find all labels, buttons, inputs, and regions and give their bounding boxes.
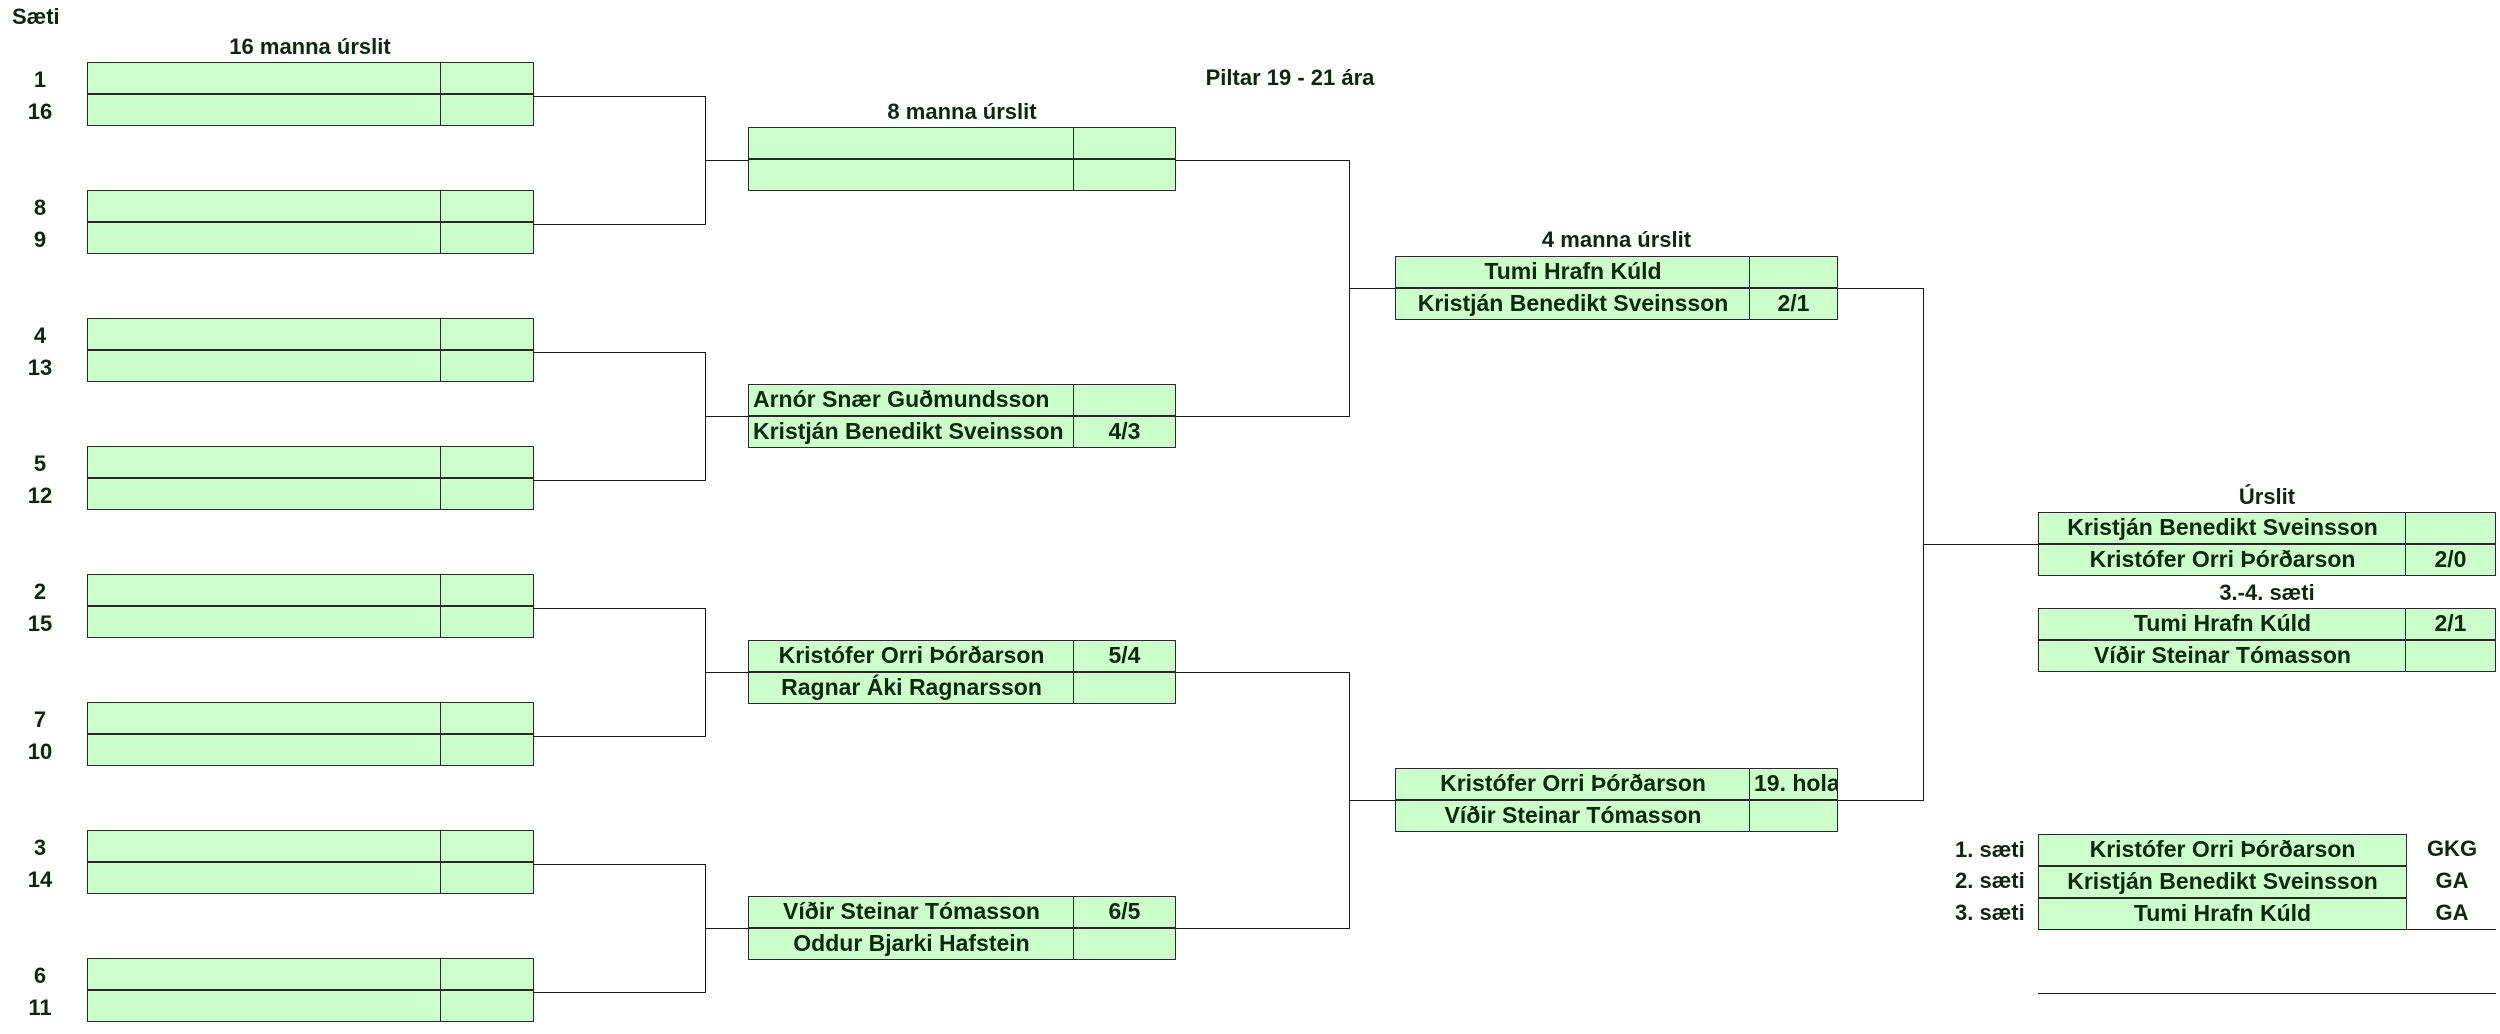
signature-line (2038, 993, 2496, 994)
player-cell[interactable] (87, 702, 442, 734)
score-cell[interactable] (1073, 672, 1176, 704)
score-cell[interactable] (440, 318, 534, 350)
score-cell[interactable] (1749, 800, 1838, 832)
score-cell[interactable] (1749, 256, 1838, 288)
round-of-8-header: 8 manna úrslit (887, 99, 1037, 124)
player-cell[interactable]: Kristófer Orri Þórðarson (748, 640, 1075, 672)
seed-number: 11 (28, 995, 52, 1020)
standing-name: Kristján Benedikt Sveinsson (2038, 866, 2407, 898)
seed-number: 14 (27, 867, 53, 892)
score-cell[interactable]: 2/1 (2405, 608, 2496, 640)
player-cell[interactable]: Kristján Benedikt Sveinsson (748, 416, 1075, 448)
player-cell[interactable]: Tumi Hrafn Kúld (1395, 256, 1751, 288)
standing-place: 1. sæti (1955, 837, 2025, 862)
player-cell[interactable] (87, 958, 442, 990)
standing-place: 3. sæti (1955, 900, 2025, 925)
seed-number: 5 (33, 451, 47, 476)
player-cell[interactable]: Ragnar Áki Ragnarsson (748, 672, 1075, 704)
score-cell[interactable] (440, 222, 534, 254)
score-cell[interactable] (2405, 512, 2496, 544)
seed-number: 4 (33, 323, 47, 348)
standing-name: Tumi Hrafn Kúld (2038, 898, 2407, 930)
player-cell[interactable]: Víðir Steinar Tómasson (748, 896, 1075, 928)
score-cell[interactable]: 5/4 (1073, 640, 1176, 672)
score-cell[interactable] (440, 574, 534, 606)
player-cell[interactable] (87, 62, 442, 94)
score-cell[interactable]: 19. hola (1749, 768, 1838, 800)
seed-number: 9 (33, 227, 47, 252)
player-cell[interactable]: Arnór Snær Guðmundsson (748, 384, 1075, 416)
score-cell[interactable] (1073, 127, 1176, 159)
player-cell[interactable] (87, 830, 442, 862)
seed-number: 16 (27, 99, 53, 124)
player-cell[interactable] (87, 446, 442, 478)
standing-place: 2. sæti (1955, 868, 2025, 893)
score-cell[interactable]: 2/1 (1749, 288, 1838, 320)
player-cell[interactable]: Kristján Benedikt Sveinsson (1395, 288, 1751, 320)
score-cell[interactable] (440, 606, 534, 638)
final-header: Úrslit (2238, 484, 2296, 509)
player-cell[interactable] (87, 862, 442, 894)
player-cell[interactable]: Tumi Hrafn Kúld (2038, 608, 2407, 640)
score-cell[interactable] (1073, 159, 1176, 191)
standing-name: Kristófer Orri Þórðarson (2038, 834, 2407, 866)
score-cell[interactable] (440, 990, 534, 1022)
score-cell[interactable] (2405, 640, 2496, 672)
player-cell[interactable]: Kristófer Orri Þórðarson (1395, 768, 1751, 800)
player-cell[interactable] (87, 734, 442, 766)
score-cell[interactable]: 6/5 (1073, 896, 1176, 928)
page-title: Piltar 19 - 21 ára (1205, 65, 1375, 90)
seed-number: 15 (27, 611, 53, 636)
seed-number: 1 (33, 67, 47, 92)
score-cell[interactable] (440, 350, 534, 382)
seed-number: 12 (27, 483, 53, 508)
player-cell[interactable] (87, 606, 442, 638)
round-of-4-header: 4 manna úrslit (1541, 227, 1692, 252)
player-cell[interactable] (748, 159, 1075, 191)
player-cell[interactable]: Kristófer Orri Þórðarson (2038, 544, 2407, 576)
seed-number: 7 (33, 707, 47, 732)
score-cell[interactable] (440, 478, 534, 510)
score-cell[interactable]: 4/3 (1073, 416, 1176, 448)
player-cell[interactable] (87, 478, 442, 510)
score-cell[interactable] (1073, 384, 1176, 416)
standing-club: GA (2435, 900, 2469, 925)
score-cell[interactable] (440, 830, 534, 862)
seed-number: 8 (33, 195, 47, 220)
score-cell[interactable]: 2/0 (2405, 544, 2496, 576)
score-cell[interactable] (440, 734, 534, 766)
seat-column-header: Sæti (12, 4, 60, 29)
score-cell[interactable] (440, 446, 534, 478)
player-cell[interactable]: Víðir Steinar Tómasson (2038, 640, 2407, 672)
player-cell[interactable] (87, 190, 442, 222)
score-cell[interactable] (440, 190, 534, 222)
score-cell[interactable] (440, 862, 534, 894)
standing-club: GA (2435, 868, 2469, 893)
third-place-header: 3.-4. sæti (2219, 580, 2315, 605)
player-cell[interactable] (87, 222, 442, 254)
player-cell[interactable] (87, 350, 442, 382)
player-cell[interactable] (87, 94, 442, 126)
score-cell[interactable] (440, 958, 534, 990)
score-cell[interactable] (1073, 928, 1176, 960)
standings-underline (2038, 929, 2496, 930)
score-cell[interactable] (440, 62, 534, 94)
round-of-16-header: 16 manna úrslit (229, 34, 391, 59)
seed-number: 3 (33, 835, 47, 860)
score-cell[interactable] (440, 702, 534, 734)
player-cell[interactable]: Kristján Benedikt Sveinsson (2038, 512, 2407, 544)
player-cell[interactable]: Víðir Steinar Tómasson (1395, 800, 1751, 832)
seed-number: 2 (33, 579, 47, 604)
player-cell[interactable] (87, 318, 442, 350)
player-cell[interactable]: Oddur Bjarki Hafstein (748, 928, 1075, 960)
score-cell[interactable] (440, 94, 534, 126)
seed-number: 6 (33, 963, 47, 988)
standing-club: GKG (2426, 836, 2478, 861)
seed-number: 10 (27, 739, 53, 764)
player-cell[interactable] (87, 990, 442, 1022)
player-cell[interactable] (748, 127, 1075, 159)
seed-number: 13 (27, 355, 53, 380)
player-cell[interactable] (87, 574, 442, 606)
